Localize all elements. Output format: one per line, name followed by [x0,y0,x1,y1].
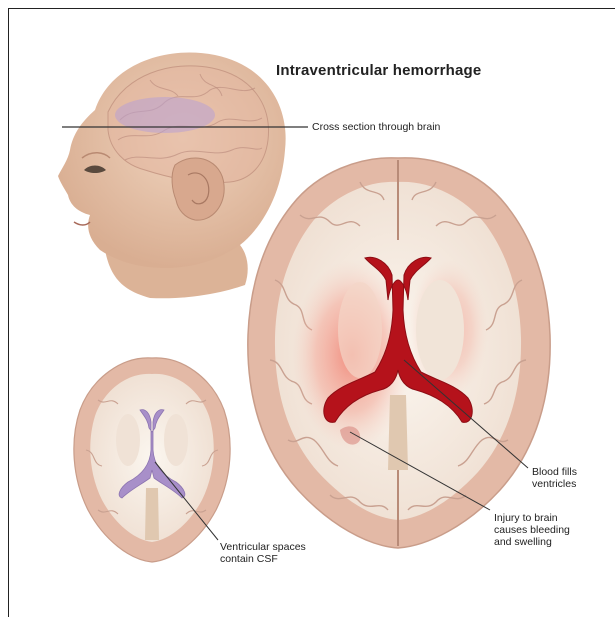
brain-section-hemorrhage [248,158,550,548]
label-injury-to-brain: Injury to brain causes bleeding and swel… [494,512,570,548]
brain-section-normal [74,358,230,562]
baby-mouth [74,222,90,225]
thalamus-right [416,280,464,380]
label-cross-section: Cross section through brain [312,121,440,133]
small-thalamus-right [164,414,188,466]
label-blood-fills-ventricles: Blood fills ventricles [532,466,577,490]
small-thalamus-left [116,414,140,466]
baby-head [58,52,286,298]
label-ventricular-csf: Ventricular spaces contain CSF [220,541,306,565]
small-brainstem [145,488,159,540]
figure-title: Intraventricular hemorrhage [276,62,481,79]
thalamus-left [338,282,382,378]
